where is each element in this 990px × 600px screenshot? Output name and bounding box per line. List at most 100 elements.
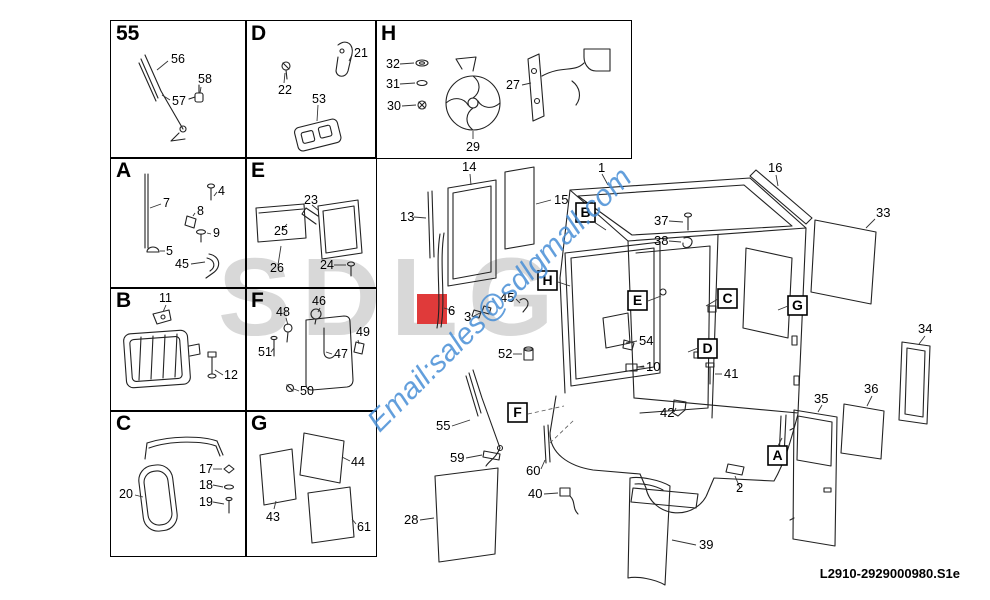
glass-pane-43 (259, 448, 297, 506)
panel-36 (840, 403, 885, 460)
callout-39: 39 (699, 537, 713, 552)
callout-42: 42 (660, 405, 674, 420)
part-label-24: 24 (320, 258, 334, 272)
callout-2: 2 (736, 480, 743, 495)
fan-mount-bracket (527, 48, 611, 122)
legend-box-id: E (251, 159, 266, 182)
trim-strip-part (144, 173, 149, 249)
part-label-57: 57 (172, 94, 186, 108)
callout-54: 54 (639, 333, 653, 348)
legend-box-F: F (245, 287, 377, 412)
callout-13: 13 (400, 209, 414, 224)
door-35 (789, 409, 838, 547)
wiper-parts-drawing: 56 57 58 (138, 52, 212, 142)
part-label-8: 8 (197, 204, 204, 218)
part-label-31: 31 (386, 77, 400, 91)
callout-numbers: 1 2 3 6 10 13 14 15 16 28 33 34 35 36 37… (400, 159, 932, 552)
plug-52 (523, 346, 534, 361)
trim-strip-13 (427, 190, 435, 259)
ref-letter-F: F (513, 404, 522, 420)
washer-parts (415, 59, 429, 110)
bracket-42 (672, 399, 687, 417)
legend-box-id: D (251, 22, 267, 45)
glass-28 (434, 467, 499, 563)
part-label-45: 45 (175, 257, 189, 271)
part-label-20: 20 (119, 487, 133, 501)
part-label-23: 23 (304, 193, 318, 207)
part-label-56: 56 (171, 52, 185, 66)
part-label-12: 12 (224, 368, 238, 382)
connector-40 (559, 487, 579, 515)
part-label-51: 51 (258, 345, 272, 359)
screw-part (285, 383, 295, 393)
part-label-44: 44 (351, 455, 365, 469)
legend-box-id: F (251, 289, 264, 312)
bracket-59 (482, 450, 501, 461)
clip-38 (682, 236, 693, 248)
fan-assembly-drawing: 32 31 30 29 27 (386, 48, 611, 154)
callout-33: 33 (876, 205, 890, 220)
clamp-45-main (519, 298, 529, 313)
callout-36: 36 (864, 381, 878, 396)
rear-glass-33 (810, 219, 877, 305)
hook-and-panel-drawing: 21 22 53 (278, 41, 368, 152)
part-label-30: 30 (387, 99, 401, 113)
callout-59: 59 (450, 450, 464, 465)
rivet-part (195, 229, 207, 243)
part-label-49: 49 (356, 325, 370, 339)
washer-bottle (305, 308, 354, 391)
panel-39 (627, 476, 671, 586)
callout-34: 34 (918, 321, 932, 336)
legend-box-H: H (375, 20, 632, 159)
callout-3: 3 (464, 309, 471, 324)
part-label-7: 7 (163, 196, 170, 210)
window-frame-34 (898, 341, 931, 425)
part-label-18: 18 (199, 478, 213, 492)
part-label-22: 22 (278, 83, 292, 97)
part-label-43: 43 (266, 510, 280, 524)
pin-part (206, 183, 216, 201)
ref-letter-H: H (542, 272, 552, 288)
lamp-body (123, 329, 201, 389)
part-label-11: 11 (159, 291, 172, 305)
legend-box-id: C (116, 412, 132, 435)
control-panel-part (294, 118, 342, 152)
ref-letter-C: C (722, 290, 732, 306)
screw-part (281, 61, 291, 80)
callout-45: 45 (500, 290, 514, 305)
part-label-27: 27 (506, 78, 520, 92)
callout-37: 37 (654, 213, 668, 228)
legend-box-id: B (116, 289, 132, 312)
legend-box-D: D 21 22 53 (245, 20, 377, 159)
legend-box-C: C 17 18 19 (110, 410, 247, 557)
callout-41: 41 (724, 366, 738, 381)
ref-letter-D: D (702, 340, 712, 356)
callout-15: 15 (554, 192, 568, 207)
callout-1: 1 (598, 160, 605, 175)
callout-35: 35 (814, 391, 828, 406)
part-label-4: 4 (218, 184, 225, 198)
ref-letter-E: E (633, 292, 642, 308)
bolt-41 (705, 362, 715, 385)
legend-box-id: H (381, 22, 397, 45)
clips-3 (471, 305, 492, 319)
bracket-part (353, 341, 365, 355)
part-label-29: 29 (466, 140, 480, 154)
drawing-code: L2910-2929000980.S1e (819, 566, 960, 581)
front-glass-14 (447, 179, 497, 287)
mirror-head (138, 464, 178, 532)
legend-box-id: G (251, 412, 268, 435)
sun-shade-part (255, 203, 307, 243)
cab-exploded-view: 1 2 3 6 10 13 14 15 16 28 33 34 35 36 37… (400, 159, 932, 586)
part-label-61: 61 (357, 520, 371, 534)
strip-60 (543, 424, 551, 464)
callout-60: 60 (526, 463, 540, 478)
part-label-32: 32 (386, 57, 400, 71)
cap-part (146, 246, 160, 253)
part-label-19: 19 (199, 495, 213, 509)
leader-lines (413, 173, 926, 546)
mirror-arm (144, 436, 224, 460)
hook-part (335, 41, 353, 77)
callout-6: 6 (448, 303, 455, 318)
